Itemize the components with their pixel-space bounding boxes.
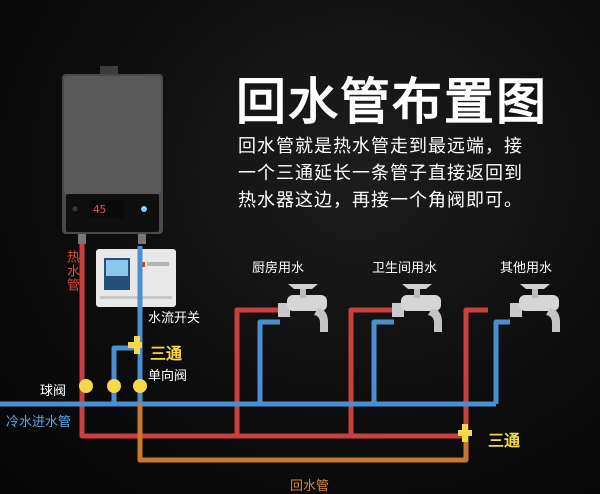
- water-heater: 45: [62, 66, 163, 244]
- return-pipe-label: 回水管: [290, 479, 330, 494]
- faucet-kitchen: [278, 284, 328, 332]
- faucet-other: [510, 284, 560, 332]
- ball-valve-label: 球阀: [40, 384, 67, 399]
- fixture-label-other: 其他用水: [500, 261, 553, 276]
- description-line-1: 回水管就是热水管走到最远端，接: [238, 136, 523, 157]
- flow-switch-label: 水流开关: [148, 311, 201, 326]
- tee-label-1: 三通: [150, 344, 183, 363]
- return-pipe: [137, 404, 469, 463]
- hot-water-pipe-label: 热水管: [64, 250, 79, 292]
- cold-inlet-label: 冷水进水管: [6, 415, 72, 430]
- tee-label-2: 三通: [488, 431, 521, 450]
- tee-markers: [128, 336, 472, 442]
- fixture-label-kitchen: 厨房用水: [252, 261, 305, 276]
- heater-display: 45: [93, 203, 106, 216]
- hot-water-pipe: [79, 244, 488, 439]
- description-line-3: 热水器这边，再接一个角阀即可。: [238, 190, 523, 211]
- fixture-label-bathroom: 卫生间用水: [372, 261, 438, 276]
- page-title: 回水管布置图: [236, 73, 548, 131]
- check-valve-label: 单向阀: [148, 369, 188, 384]
- cold-water-pipe: [0, 246, 510, 407]
- description-line-2: 一个三通延长一条管子直接返回到: [238, 163, 523, 184]
- ball-valves: [79, 379, 147, 393]
- control-unit: [96, 249, 176, 307]
- faucet-bathroom: [392, 284, 442, 332]
